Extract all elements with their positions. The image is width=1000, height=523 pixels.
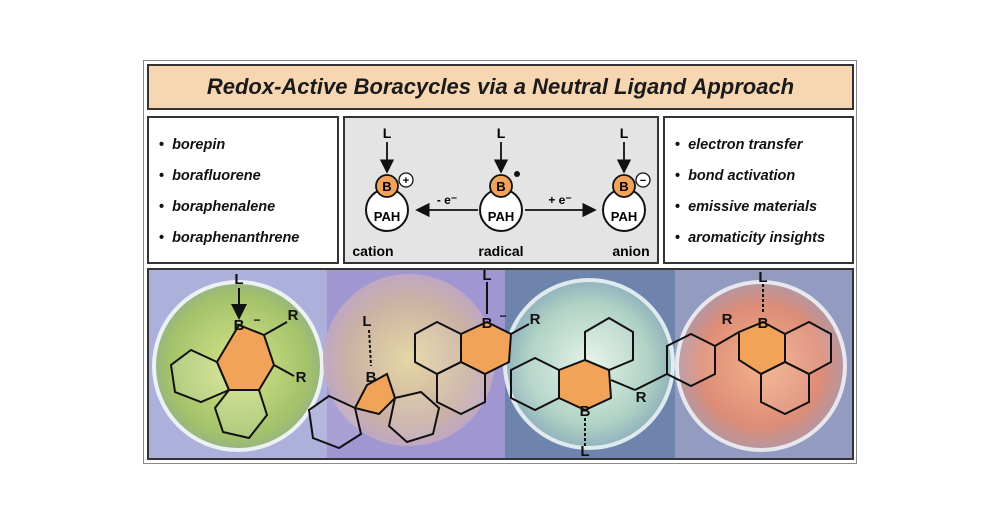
svg-text:+: + bbox=[403, 175, 409, 187]
list-item: boraphenanthrene bbox=[159, 223, 337, 254]
ligand-label: L bbox=[758, 270, 767, 286]
ligand-label: L bbox=[362, 313, 371, 330]
borafluorene-structure bbox=[307, 329, 441, 450]
pah-label: PAH bbox=[488, 209, 514, 224]
boraphenalene-structure bbox=[414, 282, 530, 416]
minus-charge-icon bbox=[635, 172, 651, 188]
boron-atom-icon bbox=[489, 174, 513, 198]
boron-label: B bbox=[482, 315, 493, 332]
substituent-label: R bbox=[722, 311, 733, 328]
state-label-cation: cation bbox=[352, 243, 393, 259]
list-item: borepin bbox=[159, 130, 337, 161]
substituent-label: R bbox=[288, 307, 299, 324]
title-banner: Redox-Active Boracycles via a Neutral Li… bbox=[147, 64, 854, 110]
ligand-label: L bbox=[383, 125, 392, 141]
list-item: emissive materials bbox=[675, 192, 852, 223]
boron-label: B bbox=[382, 179, 391, 194]
pah-label: PAH bbox=[374, 209, 400, 224]
boron-atom-icon bbox=[612, 174, 636, 198]
figure-title: Redox-Active Boracycles via a Neutral Li… bbox=[206, 74, 795, 99]
structures-image: L B − R R L B L B − R B L R R L B bbox=[149, 270, 852, 458]
redox-scheme: L B + PAH cation L B PAH radical L bbox=[352, 125, 651, 259]
state-label-radical: radical bbox=[478, 243, 523, 259]
borepin-structure bbox=[169, 288, 295, 440]
charge-label: − bbox=[253, 313, 260, 327]
plus-charge-icon bbox=[398, 172, 414, 188]
charge-label: − bbox=[499, 309, 506, 323]
ligand-label: L bbox=[620, 125, 629, 141]
substituent-label: R bbox=[530, 311, 541, 328]
boron-label: B bbox=[758, 315, 769, 332]
ligand-label: L bbox=[482, 270, 491, 284]
ligand-label: L bbox=[234, 271, 243, 288]
svg-text:−: − bbox=[640, 175, 646, 187]
cation-species: L B + PAH cation bbox=[352, 125, 414, 259]
oxidation-label: - e⁻ bbox=[437, 193, 457, 207]
boracycle-list-panel: borepin borafluorene boraphenalene borap… bbox=[147, 116, 339, 264]
radical-dot-icon bbox=[514, 171, 520, 177]
list-item: aromaticity insights bbox=[675, 223, 852, 254]
boron-label: B bbox=[234, 317, 245, 334]
list-item: boraphenalene bbox=[159, 192, 337, 223]
anion-species: L B − PAH anion bbox=[602, 125, 651, 259]
redox-scheme-panel: L B + PAH cation L B PAH radical L bbox=[343, 116, 659, 264]
ligand-label: L bbox=[497, 125, 506, 141]
ligand-label: L bbox=[580, 443, 589, 458]
list-item: borafluorene bbox=[159, 161, 337, 192]
reduction-label: + e⁻ bbox=[548, 193, 571, 207]
list-item: bond activation bbox=[675, 161, 852, 192]
substituent-label: R bbox=[296, 369, 307, 386]
boron-label: B bbox=[496, 179, 505, 194]
substituent-label: R bbox=[636, 389, 647, 406]
boron-atom-icon bbox=[375, 174, 399, 198]
structures-photo-strip: L B − R R L B L B − R B L R R L B bbox=[147, 268, 854, 460]
applications-list-panel: electron transfer bond activation emissi… bbox=[663, 116, 854, 264]
boron-label: B bbox=[580, 403, 591, 420]
boraphenanthrene-structure bbox=[510, 284, 832, 446]
boron-label: B bbox=[366, 369, 377, 386]
list-item: electron transfer bbox=[675, 130, 852, 161]
pah-label: PAH bbox=[611, 209, 637, 224]
state-label-anion: anion bbox=[612, 243, 649, 259]
boron-label: B bbox=[619, 179, 628, 194]
radical-species: L B PAH radical bbox=[478, 125, 523, 259]
